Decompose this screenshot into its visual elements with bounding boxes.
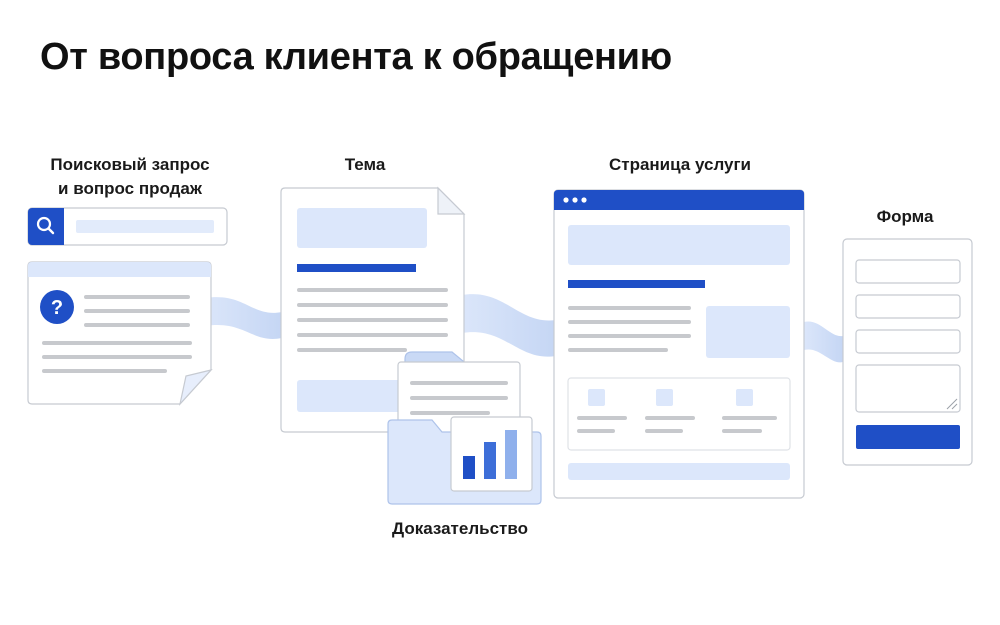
stage-label-topic: Тема (344, 155, 386, 174)
page-title: От вопроса клиента к обращению (40, 36, 672, 78)
stage-label-search-line1: Поисковый запрос (50, 155, 210, 174)
search-bar (27, 207, 228, 246)
bar-chart-icon (450, 416, 533, 492)
flow-connector-3 (804, 321, 843, 363)
search-icon (36, 216, 55, 235)
svg-text:?: ? (51, 297, 63, 319)
stage-label-search: Поисковый запрос и вопрос продаж (30, 153, 230, 201)
flow-connector-1 (205, 297, 282, 339)
contact-form (842, 238, 973, 466)
stage-label-evidence: Доказательство (392, 519, 528, 538)
service-page-window (553, 189, 805, 499)
evidence-folder (387, 351, 542, 505)
flow-connector-2 (462, 294, 556, 357)
stage-label-form: Форма (876, 207, 934, 226)
question-icon: ? (40, 290, 74, 324)
question-document: ? (27, 261, 213, 407)
stage-label-search-line2: и вопрос продаж (58, 179, 202, 198)
stage-label-service-page: Страница услуги (608, 155, 752, 174)
